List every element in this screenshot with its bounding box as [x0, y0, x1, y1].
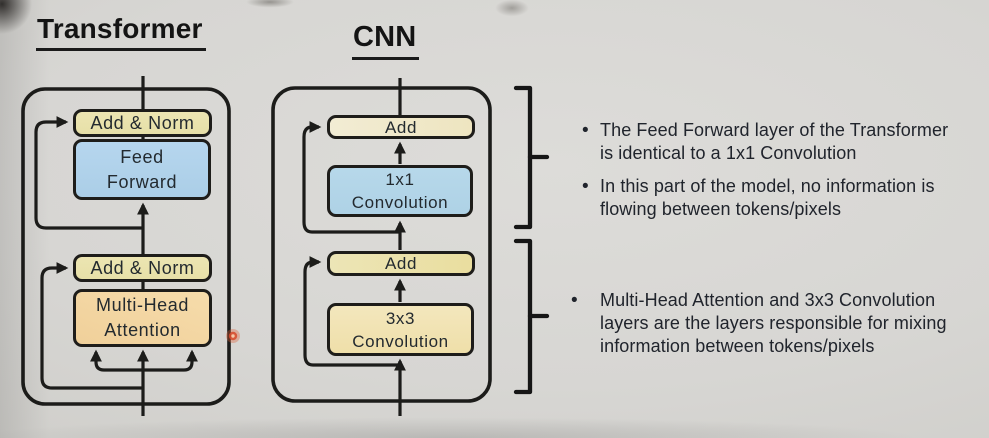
bullet-icon: •	[582, 120, 589, 141]
bracket-top	[513, 85, 533, 230]
transformer-qkv-right-arrow	[143, 349, 198, 372]
list-item: • Multi-Head Attention and 3x3 Convoluti…	[571, 289, 947, 358]
transformer-add-norm-bottom-block: Add & Norm	[73, 254, 212, 282]
laser-pointer-dot	[226, 329, 240, 343]
cnn-conv-1x1-block: 1x1 Convolution	[327, 165, 473, 217]
bullet-icon: •	[582, 176, 589, 197]
transformer-add-norm-top-block: Add & Norm	[73, 109, 212, 137]
notes-group-top: • The Feed Forward layer of the Transfor…	[582, 119, 948, 231]
bullet-text-feed-forward: The Feed Forward layer of the Transforme…	[600, 120, 949, 163]
transformer-multi-head-attention-block: Multi-Head Attention	[73, 289, 212, 347]
bracket-bottom	[513, 238, 533, 395]
notes-group-bottom: • Multi-Head Attention and 3x3 Convoluti…	[571, 289, 947, 368]
bullet-text-no-information-flow: In this part of the model, no informatio…	[600, 176, 935, 219]
list-item: • In this part of the model, no informat…	[582, 175, 948, 221]
cnn-add-bottom-block: Add	[327, 251, 475, 276]
list-item: • The Feed Forward layer of the Transfor…	[582, 119, 948, 165]
annotation-brackets	[513, 85, 550, 395]
cnn-conv-3x3-block: 3x3 Convolution	[327, 303, 474, 356]
bullet-text-mixing-layers: Multi-Head Attention and 3x3 Convolution…	[600, 290, 947, 356]
transformer-qkv-left-arrow	[90, 349, 143, 372]
bullet-icon: •	[571, 290, 578, 311]
transformer-feed-forward-block: Feed Forward	[73, 139, 211, 200]
cnn-add-top-block: Add	[327, 115, 475, 139]
